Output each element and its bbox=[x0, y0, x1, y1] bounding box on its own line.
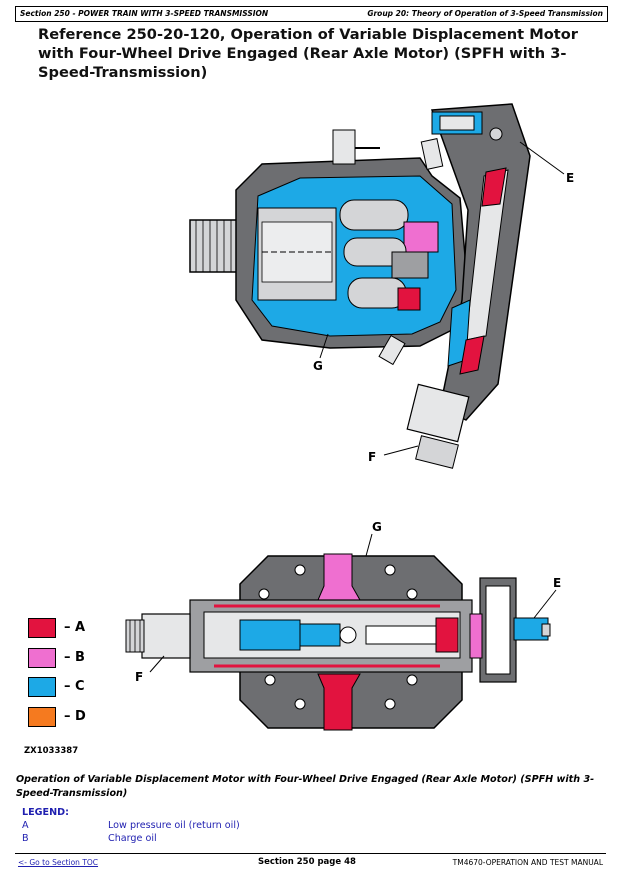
motor-schematic-view bbox=[125, 533, 557, 731]
page-title: Reference 250-20-120, Operation of Varia… bbox=[38, 26, 578, 81]
legend-item-a: A Low pressure oil (return oil) bbox=[22, 820, 240, 831]
figure-id: ZX1033387 bbox=[24, 746, 79, 756]
key-letter-c: C bbox=[75, 679, 85, 694]
go-to-section-toc-link[interactable]: <- Go to Section TOC bbox=[18, 858, 99, 867]
legend-item-b: B Charge oil bbox=[22, 833, 157, 844]
header-section: Section 250 - POWER TRAIN WITH 3-SPEED T… bbox=[20, 9, 269, 18]
swatch-d bbox=[28, 707, 56, 727]
swatch-b bbox=[28, 648, 56, 668]
footer-divider bbox=[15, 853, 606, 854]
callout-f-bottom: F bbox=[135, 670, 144, 684]
legend-value-a: Low pressure oil (return oil) bbox=[108, 820, 240, 831]
figure-caption: Operation of Variable Displacement Motor… bbox=[16, 774, 595, 799]
swatch-c bbox=[28, 677, 56, 697]
legend-key-b: B bbox=[22, 833, 29, 844]
page-header: Section 250 - POWER TRAIN WITH 3-SPEED T… bbox=[15, 6, 608, 22]
color-key-a: – A bbox=[28, 618, 88, 638]
legend-title: LEGEND: bbox=[22, 807, 69, 818]
motor-cutaway-view bbox=[189, 103, 565, 469]
manual-title: TM4670-OPERATION AND TEST MANUAL bbox=[452, 858, 603, 867]
key-letter-d: D bbox=[75, 709, 86, 724]
legend-key-a: A bbox=[22, 820, 29, 831]
callout-g-bottom: G bbox=[372, 520, 382, 534]
color-key-c: – C bbox=[28, 677, 88, 697]
page-number: Section 250 page 48 bbox=[258, 857, 356, 867]
callout-f-top: F bbox=[368, 450, 377, 464]
color-key-b: – B bbox=[28, 648, 88, 668]
key-letter-b: B bbox=[75, 650, 85, 665]
swatch-a bbox=[28, 618, 56, 638]
header-group: Group 20: Theory of Operation of 3-Speed… bbox=[367, 9, 603, 18]
callout-g-top: G bbox=[313, 359, 323, 373]
callout-e-bottom: E bbox=[553, 576, 562, 590]
key-letter-a: A bbox=[75, 620, 86, 635]
color-key-d: – D bbox=[28, 707, 88, 727]
legend-value-b: Charge oil bbox=[108, 833, 157, 844]
callout-e-top: E bbox=[566, 171, 575, 185]
